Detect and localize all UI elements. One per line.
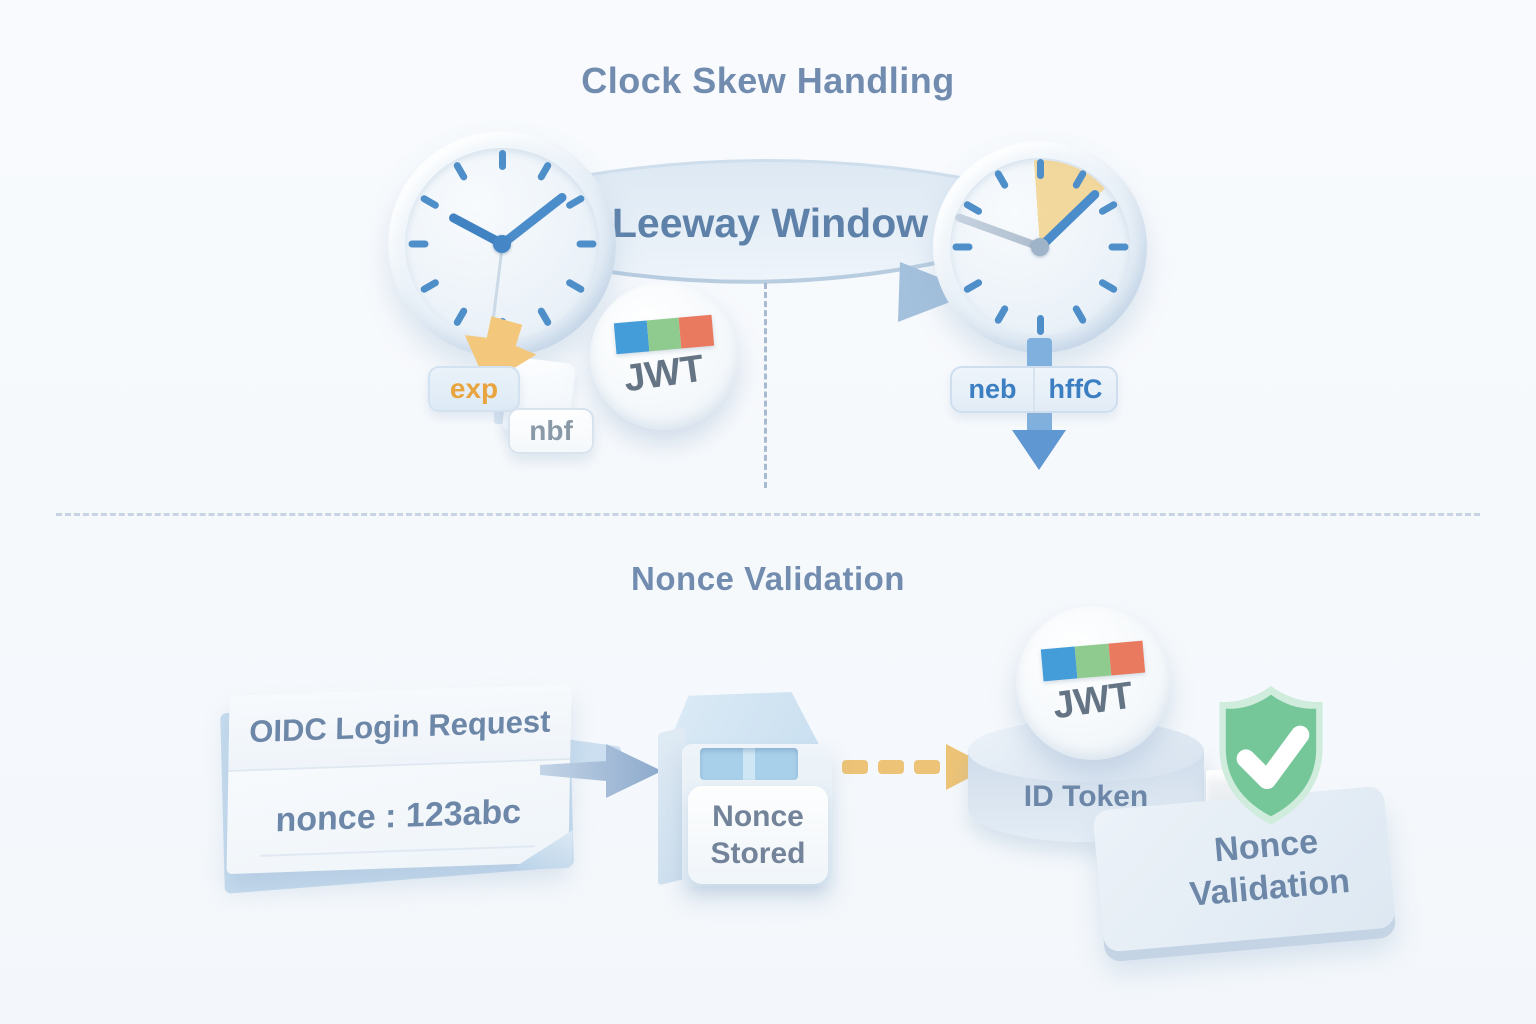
leeway-window-label: Leeway Window: [611, 200, 929, 246]
clock-tick: [952, 243, 972, 251]
flow-arrow-icon: [540, 744, 662, 798]
leeway-arrowhead-icon: [898, 262, 976, 322]
nonce-validation-line2: Validation: [1188, 861, 1352, 914]
leeway-center-dashed-line: [764, 283, 767, 488]
right-claims-pill-group: neb hffC: [950, 366, 1118, 413]
jwt-badge: JWT: [1016, 606, 1170, 760]
nonce-stored-line1: Nonce: [712, 799, 804, 833]
clock-tick: [1036, 159, 1044, 179]
oidc-login-request-card: OIDC Login Request nonce : 123abc: [226, 683, 572, 875]
shield-check-icon: [1219, 685, 1323, 825]
jwt-badge-label: JWT: [621, 347, 707, 401]
neb-claim-label: neb: [968, 374, 1017, 404]
exp-claim-label: exp: [449, 373, 499, 404]
store-box-slot-icon: [700, 748, 798, 780]
jwt-badge: JWT: [590, 282, 738, 430]
nonce-stored-label: Nonce Stored: [688, 786, 828, 884]
exp-claim-pill: exp: [428, 366, 520, 412]
login-card-header: OIDC Login Request: [228, 683, 572, 772]
left-clock-center-cap: [493, 235, 511, 253]
clock-tick: [576, 240, 596, 248]
clock-tick: [498, 150, 506, 170]
nonce-store-box: Nonce Stored: [658, 690, 836, 892]
nonce-validation-title: Nonce Validation: [631, 560, 905, 597]
clock-skew-title: Clock Skew Handling: [581, 60, 955, 101]
clock-tick: [1108, 243, 1128, 251]
right-clock-icon: [933, 141, 1147, 353]
hffc-claim-label: hffC: [1033, 368, 1116, 411]
section-divider-dashed-line: [56, 513, 1480, 516]
nbf-claim-pill: nbf: [508, 408, 594, 454]
nonce-stored-line2: Stored: [710, 837, 806, 870]
store-box-top-face: [665, 692, 822, 752]
nbf-claim-label: nbf: [529, 415, 573, 446]
clock-tick: [1036, 315, 1044, 335]
right-clock-center-cap: [1031, 238, 1049, 256]
leeway-window-banner: [569, 158, 975, 284]
clock-tick: [408, 240, 428, 248]
jwt-badge-label: JWT: [1050, 674, 1136, 728]
